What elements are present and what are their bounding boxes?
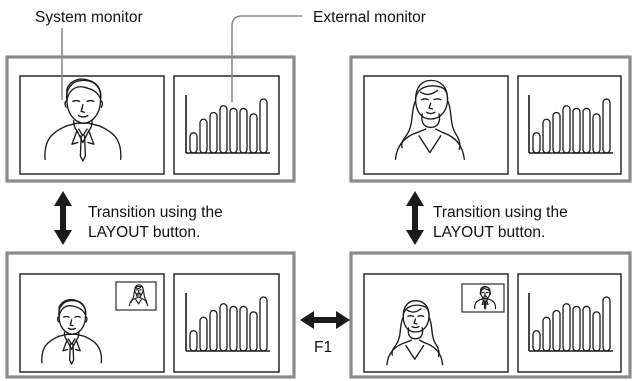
right-transition-label-line1: Transition using the bbox=[433, 204, 568, 221]
system-monitor-label: System monitor bbox=[35, 9, 143, 26]
left-transition-label-line2: LAYOUT button. bbox=[88, 224, 200, 241]
top-right-system-monitor bbox=[363, 75, 509, 175]
top-left-external-monitor bbox=[173, 75, 280, 175]
f1-label: F1 bbox=[314, 339, 332, 356]
right-transition-arrow bbox=[406, 191, 424, 245]
bottom-left-external-monitor bbox=[173, 273, 280, 373]
bottom-right-system-monitor bbox=[363, 273, 509, 373]
left-transition-arrow bbox=[54, 191, 72, 245]
top-left-system-monitor bbox=[19, 75, 165, 175]
top-right-external-monitor bbox=[517, 75, 622, 175]
bottom-right-external-monitor bbox=[517, 273, 622, 373]
external-monitor-label: External monitor bbox=[313, 9, 426, 26]
f1-double-arrow bbox=[300, 311, 350, 329]
external-monitor-leader-line bbox=[231, 15, 302, 102]
bottom-left-system-monitor bbox=[19, 273, 165, 373]
right-transition-label-line2: LAYOUT button. bbox=[433, 224, 545, 241]
left-transition-label-line1: Transition using the bbox=[88, 204, 223, 221]
